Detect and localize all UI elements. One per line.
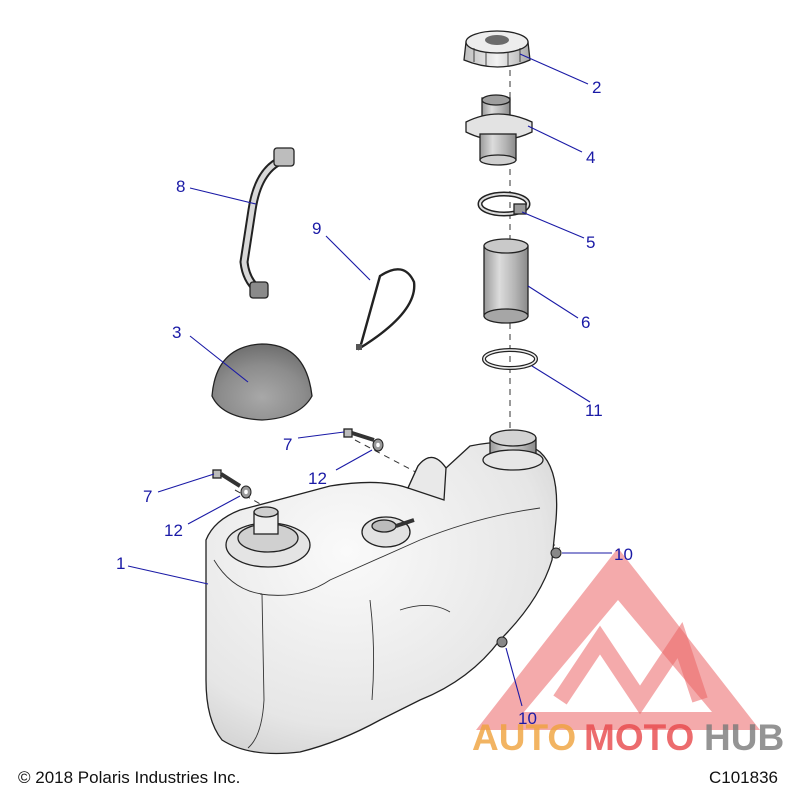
fuel-cap bbox=[463, 30, 531, 68]
callout-5: 5 bbox=[586, 233, 595, 252]
dome-cover bbox=[211, 343, 313, 421]
filler-hose bbox=[483, 238, 529, 324]
gasket-seal bbox=[356, 268, 416, 351]
bolt-lower bbox=[212, 469, 242, 488]
watermark-hub: HUB bbox=[704, 717, 784, 758]
callout-7-lower: 7 bbox=[143, 487, 152, 506]
nut-bottom bbox=[496, 636, 508, 648]
copyright-text: © 2018 Polaris Industries Inc. bbox=[18, 768, 241, 787]
hose-clamp-lower bbox=[482, 348, 538, 370]
watermark-auto: AUTO bbox=[472, 717, 576, 758]
callout-9: 9 bbox=[312, 219, 321, 238]
callout-10-bottom: 10 bbox=[518, 709, 537, 728]
callout-4: 4 bbox=[586, 148, 595, 167]
callout-2: 2 bbox=[592, 78, 601, 97]
callout-10-right: 10 bbox=[614, 545, 633, 564]
fuel-tank bbox=[205, 429, 558, 755]
callout-3: 3 bbox=[172, 323, 181, 342]
watermark-text: AUTO MOTO HUB bbox=[472, 717, 784, 758]
washer-lower bbox=[240, 485, 252, 499]
vent-line bbox=[239, 147, 295, 299]
drawing-number: C101836 bbox=[708, 768, 778, 787]
filler-neck bbox=[465, 94, 533, 166]
callout-8: 8 bbox=[176, 177, 185, 196]
leader-lines bbox=[127, 53, 612, 707]
callout-7-upper: 7 bbox=[283, 435, 292, 454]
nut-right bbox=[550, 547, 562, 559]
watermark-moto: MOTO bbox=[584, 717, 694, 758]
bolt-upper bbox=[343, 428, 375, 442]
callout-labels: 2 4 5 6 11 8 9 3 7 7 12 12 1 10 10 bbox=[116, 78, 633, 728]
callout-6: 6 bbox=[581, 313, 590, 332]
callout-12-lower: 12 bbox=[164, 521, 183, 540]
washer-upper bbox=[372, 438, 384, 452]
callout-11: 11 bbox=[585, 401, 603, 420]
watermark-logo bbox=[476, 548, 760, 730]
hose-clamp-upper bbox=[477, 191, 531, 217]
callout-1: 1 bbox=[116, 554, 125, 573]
callout-12-upper: 12 bbox=[308, 469, 327, 488]
